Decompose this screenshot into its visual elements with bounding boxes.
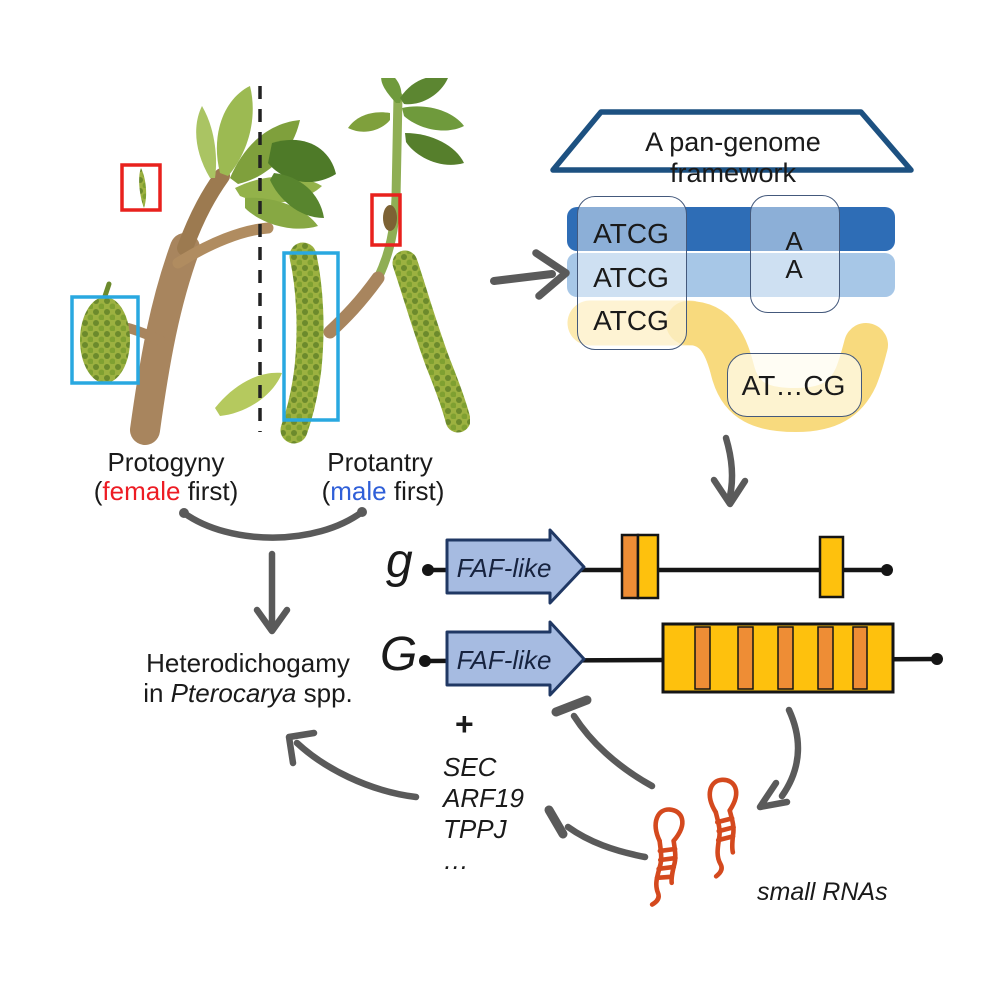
faf-label-g: FAF-like bbox=[456, 553, 552, 583]
pangenome-title: A pan-genome framework bbox=[645, 127, 821, 188]
male-word: male bbox=[330, 476, 387, 506]
species-name: Pterocarya bbox=[170, 678, 297, 708]
small-rna-hairpin-2 bbox=[707, 777, 739, 879]
small-rna-label: small RNAs bbox=[757, 878, 888, 906]
insert-region-outline bbox=[750, 195, 840, 313]
inhibit-arrow-genelist bbox=[544, 805, 649, 861]
atcg-label-2: ATCG bbox=[593, 262, 669, 293]
exon-box bbox=[636, 533, 660, 600]
sv-label: AT…CG bbox=[741, 370, 846, 401]
regulator-gene-4: … bbox=[443, 845, 469, 875]
faf-arrow-g bbox=[445, 528, 586, 605]
inhibit-arrow-faf bbox=[551, 695, 656, 790]
allele-G-label: G bbox=[380, 628, 418, 681]
exon-box bbox=[818, 535, 845, 599]
protantry-label: Protantry bbox=[327, 447, 433, 477]
shared-region-outline bbox=[577, 196, 687, 350]
regulator-gene-3: TPPJ bbox=[443, 814, 507, 844]
exon-box bbox=[852, 626, 868, 690]
protantry-subtitle: (male first) bbox=[321, 476, 445, 506]
male-flower-box-right bbox=[282, 251, 340, 422]
arrow-genelist-to-heterodichogamy bbox=[285, 729, 420, 801]
arrow-photos-to-pangenome bbox=[490, 249, 570, 300]
exon-box bbox=[737, 626, 754, 690]
arrow-pangenome-to-genes bbox=[710, 434, 749, 508]
exon-box bbox=[694, 626, 711, 690]
protogyny-subtitle: (female first) bbox=[93, 476, 239, 506]
protantry-photo bbox=[268, 78, 470, 444]
protogyny-label: Protogyny bbox=[107, 447, 225, 477]
dichogamy-photos bbox=[70, 78, 470, 445]
arrow-exons-to-smallrna bbox=[756, 706, 802, 811]
insert-label-1: A bbox=[785, 226, 803, 256]
sv-region-box bbox=[727, 353, 862, 417]
arrow-to-heterodichogamy bbox=[253, 550, 291, 635]
insert-label-2: A bbox=[785, 254, 803, 284]
female-flower-box-left bbox=[120, 163, 162, 212]
atcg-label-3: ATCG bbox=[593, 305, 669, 336]
genome-bar-1 bbox=[567, 207, 895, 251]
dichogamy-link-curve bbox=[179, 507, 367, 541]
faf-arrow-G bbox=[445, 620, 586, 697]
male-flower-box-left bbox=[70, 295, 140, 385]
exon-box bbox=[777, 626, 794, 690]
regulator-gene-1: SEC bbox=[443, 752, 497, 782]
exon-box bbox=[817, 626, 834, 690]
female-flower-box-right bbox=[370, 193, 402, 247]
protogyny-photo bbox=[70, 86, 322, 445]
heterodichogamy-label: Heterodichogamy in Pterocarya spp. bbox=[143, 648, 353, 708]
genome-bar-2 bbox=[567, 253, 895, 297]
regulator-list: SEC ARF19 TPPJ … bbox=[443, 752, 524, 876]
regulator-gene-2: ARF19 bbox=[443, 783, 524, 813]
atcg-label-1: ATCG bbox=[593, 218, 669, 249]
small-rna-hairpin-1 bbox=[649, 807, 685, 907]
faf-label-G: FAF-like bbox=[456, 645, 552, 675]
plus-sign: + bbox=[455, 706, 474, 742]
allele-g-label: g bbox=[386, 535, 413, 588]
exons-layer bbox=[620, 533, 895, 694]
female-word: female bbox=[102, 476, 181, 506]
